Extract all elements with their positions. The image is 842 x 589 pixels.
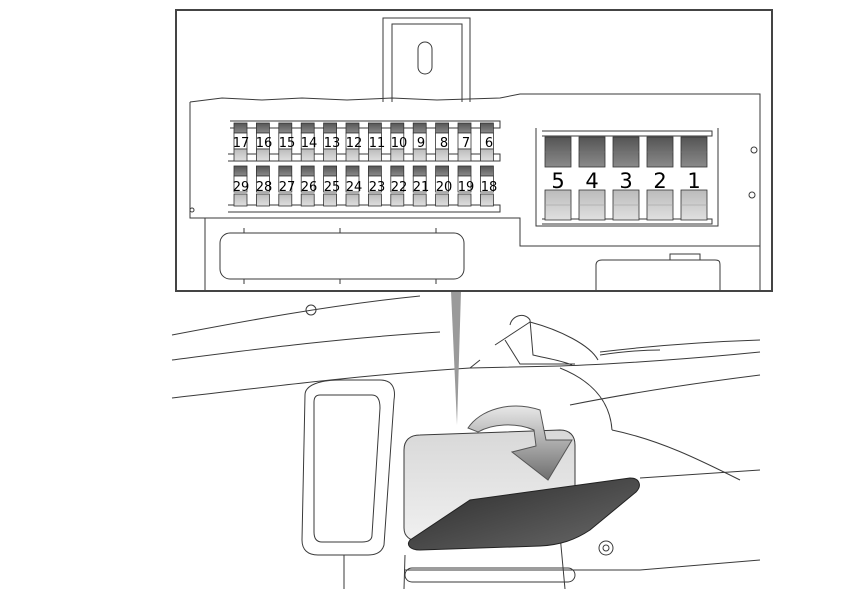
fuse-label-18: 18 [481, 180, 498, 195]
fuse-box-body [189, 93, 761, 290]
fuse-label-19: 19 [458, 180, 475, 195]
small-fuse-28 [255, 165, 270, 207]
fuse-box-inset: 17 16 15 14 13 12 11 10 9 8 7 6 29 28 27… [175, 9, 773, 292]
fuse-box-cover [403, 429, 640, 551]
bracket-shape [509, 314, 573, 366]
small-fuse-array [233, 122, 494, 207]
fuse-label-28: 28 [256, 180, 273, 195]
fuse-label-9: 9 [417, 136, 425, 151]
upper-row-labels: 17 16 15 14 13 12 11 10 9 8 7 6 [233, 136, 493, 151]
small-fuse-11 [367, 122, 382, 162]
dashboard-scene [171, 295, 761, 589]
fuse-label-2: 2 [653, 169, 666, 193]
small-fuse-16 [255, 122, 270, 162]
fuse-label-10: 10 [391, 136, 408, 151]
fuse-label-15: 15 [279, 136, 296, 151]
small-fuse-7 [457, 122, 472, 162]
fuse-label-22: 22 [391, 180, 408, 195]
small-fuse-6 [479, 122, 494, 162]
small-fuse-18 [479, 165, 494, 207]
trim-line [559, 367, 613, 431]
trim-line-2 [494, 321, 599, 361]
fuse-label-20: 20 [436, 180, 453, 195]
small-fuse-23 [367, 165, 382, 207]
large-fuse-labels: 5 4 3 2 1 [551, 169, 700, 193]
fuse-label-8: 8 [440, 136, 448, 151]
large-fuse-frame [535, 128, 719, 227]
fuse-label-24: 24 [346, 180, 363, 195]
fuse-label-26: 26 [301, 180, 318, 195]
large-fuse-4 [578, 136, 606, 221]
fuse-label-4: 4 [585, 169, 598, 193]
fuse-label-23: 23 [369, 180, 386, 195]
small-fuse-9 [412, 122, 427, 162]
curved-down-arrow-icon [467, 405, 573, 481]
small-fuse-10 [390, 122, 405, 162]
dash-line-upper-2 [171, 331, 441, 361]
left-panel [301, 379, 395, 556]
fuse-label-21: 21 [413, 180, 430, 195]
fuse-label-25: 25 [324, 180, 341, 195]
mounting-tab [382, 17, 471, 102]
small-fuse-14 [300, 122, 315, 162]
fuse-label-6: 6 [485, 136, 493, 151]
bottom-slot [404, 567, 576, 583]
small-fuse-29 [233, 165, 248, 207]
large-fuse-2 [646, 136, 674, 221]
large-fuse-1 [680, 136, 708, 221]
fuse-label-5: 5 [551, 169, 564, 193]
small-fuse-12 [345, 122, 360, 162]
fuse-label-16: 16 [256, 136, 273, 151]
fuse-label-3: 3 [619, 169, 632, 193]
fuse-label-13: 13 [324, 136, 341, 151]
small-fuse-8 [435, 122, 450, 162]
large-fuse-array [544, 136, 708, 221]
small-fuse-26 [300, 165, 315, 207]
fuse-label-29: 29 [233, 180, 250, 195]
fuse-label-12: 12 [346, 136, 363, 151]
large-fuse-5 [544, 136, 572, 221]
dash-line-right [599, 339, 761, 353]
fuse-label-11: 11 [369, 136, 386, 151]
fuse-label-1: 1 [687, 169, 700, 193]
small-fuse-25 [323, 165, 338, 207]
small-fuse-20 [435, 165, 450, 207]
small-fuse-24 [345, 165, 360, 207]
fuse-label-27: 27 [279, 180, 296, 195]
dash-line-upper [171, 295, 421, 336]
lower-row-labels: 29 28 27 26 25 24 23 22 21 20 19 18 [233, 180, 498, 195]
cover-outer-face [407, 477, 640, 551]
small-fuse-21 [412, 165, 427, 207]
fuse-label-14: 14 [301, 136, 318, 151]
mounting-slot [417, 41, 433, 75]
small-fuse-17 [233, 122, 248, 162]
fuse-label-17: 17 [233, 136, 250, 151]
screw-left [305, 304, 317, 316]
dash-line-mid [171, 351, 761, 399]
fuse-label-7: 7 [462, 136, 470, 151]
screw-right [598, 540, 614, 556]
small-fuse-15 [278, 122, 293, 162]
callout-pointer [451, 291, 461, 425]
small-fuse-13 [323, 122, 338, 162]
small-fuse-27 [278, 165, 293, 207]
lower-connector [219, 232, 465, 280]
large-fuse-3 [612, 136, 640, 221]
small-fuse-19 [457, 165, 472, 207]
small-fuse-22 [390, 165, 405, 207]
